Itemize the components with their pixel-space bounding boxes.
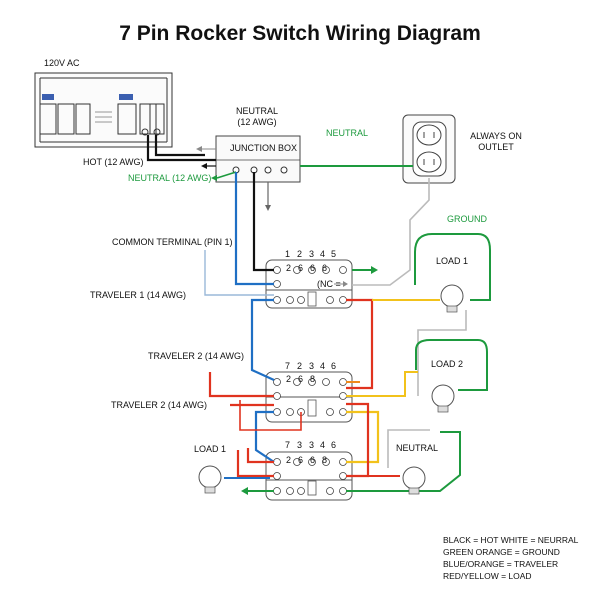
- switch-2-top-pin-1: 7: [285, 361, 291, 371]
- load-1-right-bulb: [372, 233, 491, 313]
- nc-label: (NC =: [317, 279, 341, 289]
- switch-2-top-pin-3: 3: [309, 361, 315, 371]
- junction-box-label: JUNCTION BOX: [230, 143, 298, 153]
- neutral-bottom-label: NEUTRAL: [396, 443, 439, 453]
- switch-1-top-pin-3: 3: [309, 249, 315, 259]
- load-1-left-bulb: [198, 465, 222, 494]
- traveler-wires: [234, 172, 275, 463]
- legend-line-4: RED/YELLOW = LOAD: [443, 571, 532, 581]
- switch-3-mid-pin-4: 8: [322, 455, 328, 465]
- neutral-top-label: NEUTRAL: [235, 106, 278, 116]
- switch-2-mid-pin-3: 8: [310, 374, 316, 384]
- outlet: [402, 114, 456, 184]
- switch-1-top-pin-5: 5: [331, 249, 337, 259]
- switch-3-top-pin-1: 7: [285, 440, 291, 450]
- switch-2-mid-pin-1: 2: [286, 374, 292, 384]
- ac-source-label: 120V AC: [44, 58, 80, 68]
- load-2-bulb: [346, 310, 488, 413]
- legend-line-2: GREEN ORANGE = GROUND: [443, 547, 560, 557]
- switch-3-mid-pin-3: 6: [310, 455, 316, 465]
- load-2-label: LOAD 2: [431, 359, 464, 369]
- always-on-label: ALWAYS ON: [470, 131, 522, 141]
- switch-1-top-pin-2: 2: [297, 249, 303, 259]
- switch-2-top-pin-5: 6: [331, 361, 337, 371]
- switch-1-mid-pin-1: 2: [286, 263, 292, 273]
- switch-1: [265, 259, 353, 309]
- load-1-right-label: LOAD 1: [436, 256, 469, 266]
- neutral-green-label: NEUTRAL: [326, 128, 369, 138]
- neutral-12-label: NEUTRAL (12 AWG): [128, 173, 212, 183]
- neutral-top-gauge: (12 AWG): [237, 117, 277, 127]
- switch-1-mid-pin-4: 6: [322, 263, 328, 273]
- electrical-panel: [34, 72, 173, 148]
- common-terminal-label: COMMON TERMINAL (PIN 1): [112, 237, 233, 247]
- switch-1-top-pin-1: 1: [285, 249, 291, 259]
- diagram-title: 7 Pin Rocker Switch Wiring Diagram: [119, 22, 481, 45]
- switch-terminals: [273, 266, 347, 495]
- switch-3-top-pin-2: 3: [297, 440, 303, 450]
- switch-3-mid-pin-1: 2: [286, 455, 292, 465]
- load-1-left-label: LOAD 1: [194, 444, 227, 454]
- hot-12-label: HOT (12 AWG): [83, 157, 144, 167]
- switch-3-top-pin-4: 4: [320, 440, 326, 450]
- outlet-label: OUTLET: [478, 142, 514, 152]
- switch-2-top-pin-2: 2: [297, 361, 303, 371]
- switch-1-mid-pin-2: 6: [298, 263, 304, 273]
- switch-3-top-pin-5: 6: [331, 440, 337, 450]
- switch-2-top-pin-4: 4: [320, 361, 326, 371]
- traveler-1-label: TRAVELER 1 (14 AWG): [90, 290, 187, 300]
- neutral-bottom-bulb: [402, 466, 426, 495]
- traveler-2b-label: TRAVELER 2 (14 AWG): [111, 400, 208, 410]
- switch-3-top-pin-3: 3: [309, 440, 315, 450]
- switch-3-mid-pin-2: 6: [298, 455, 304, 465]
- switch-1-mid-pin-3: 6: [310, 263, 316, 273]
- traveler-2a-label: TRAVELER 2 (14 AWG): [148, 351, 245, 361]
- legend-line-3: BLUE/ORANGE = TRAVELER: [443, 559, 559, 569]
- switch-1-top-pin-4: 4: [320, 249, 326, 259]
- legend-line-1: BLACK = HOT WHITE = NEURRAL: [443, 535, 579, 545]
- ground-label: GROUND: [447, 214, 487, 224]
- switch-2-mid-pin-2: 6: [298, 374, 304, 384]
